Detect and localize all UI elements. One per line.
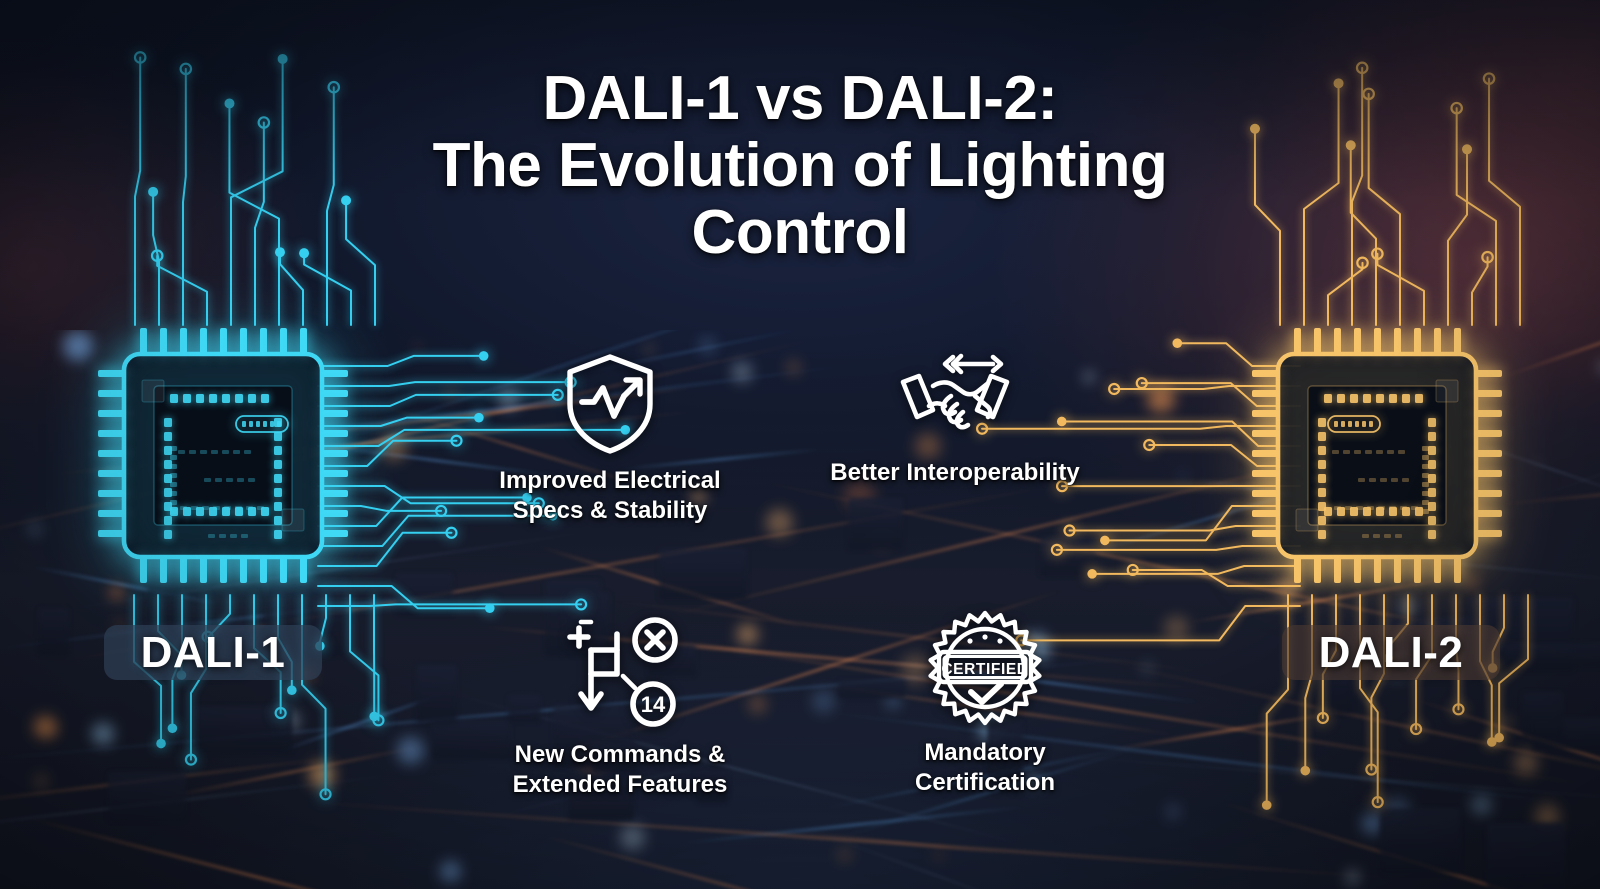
feature-label: Better Interoperability <box>830 459 1080 486</box>
title-line-3: Control <box>691 197 909 267</box>
chip-label-dali1: DALI-1 <box>104 625 322 680</box>
title-line-1: DALI-1 vs DALI-2: <box>542 64 1058 133</box>
chip-label-text: DALI-2 <box>1318 627 1464 677</box>
feature-improved-electrical-specs: Improved Electrical Specs & Stability <box>480 352 740 526</box>
chip-label-text: DALI-1 <box>140 627 286 677</box>
feature-new-commands-extended: 14 New Commands & Extended Features <box>490 614 750 800</box>
feature-mandatory-certification: CERTIFIED Mandatory Certification <box>855 608 1115 798</box>
feature-label: New Commands & Extended Features <box>512 741 728 798</box>
handshake-icon <box>820 348 1090 448</box>
certified-badge-icon: CERTIFIED <box>855 608 1115 728</box>
title-line-2: The Evolution of Lighting <box>432 130 1168 200</box>
feature-label: Mandatory Certification <box>914 739 1055 796</box>
commands-branch-icon: 14 <box>490 614 750 730</box>
chip-dali1 <box>98 328 348 583</box>
chip-label-dali2: DALI-2 <box>1282 625 1500 680</box>
command-count-badge: 14 <box>641 692 666 717</box>
shield-chart-icon <box>480 352 740 456</box>
chip-dali2 <box>1252 328 1502 583</box>
feature-label: Improved Electrical Specs & Stability <box>499 467 721 524</box>
page-title: DALI-1 vs DALI-2: The Evolution of Light… <box>280 64 1320 267</box>
feature-better-interoperability: Better Interoperability <box>820 348 1090 488</box>
certified-text: CERTIFIED <box>941 661 1028 678</box>
